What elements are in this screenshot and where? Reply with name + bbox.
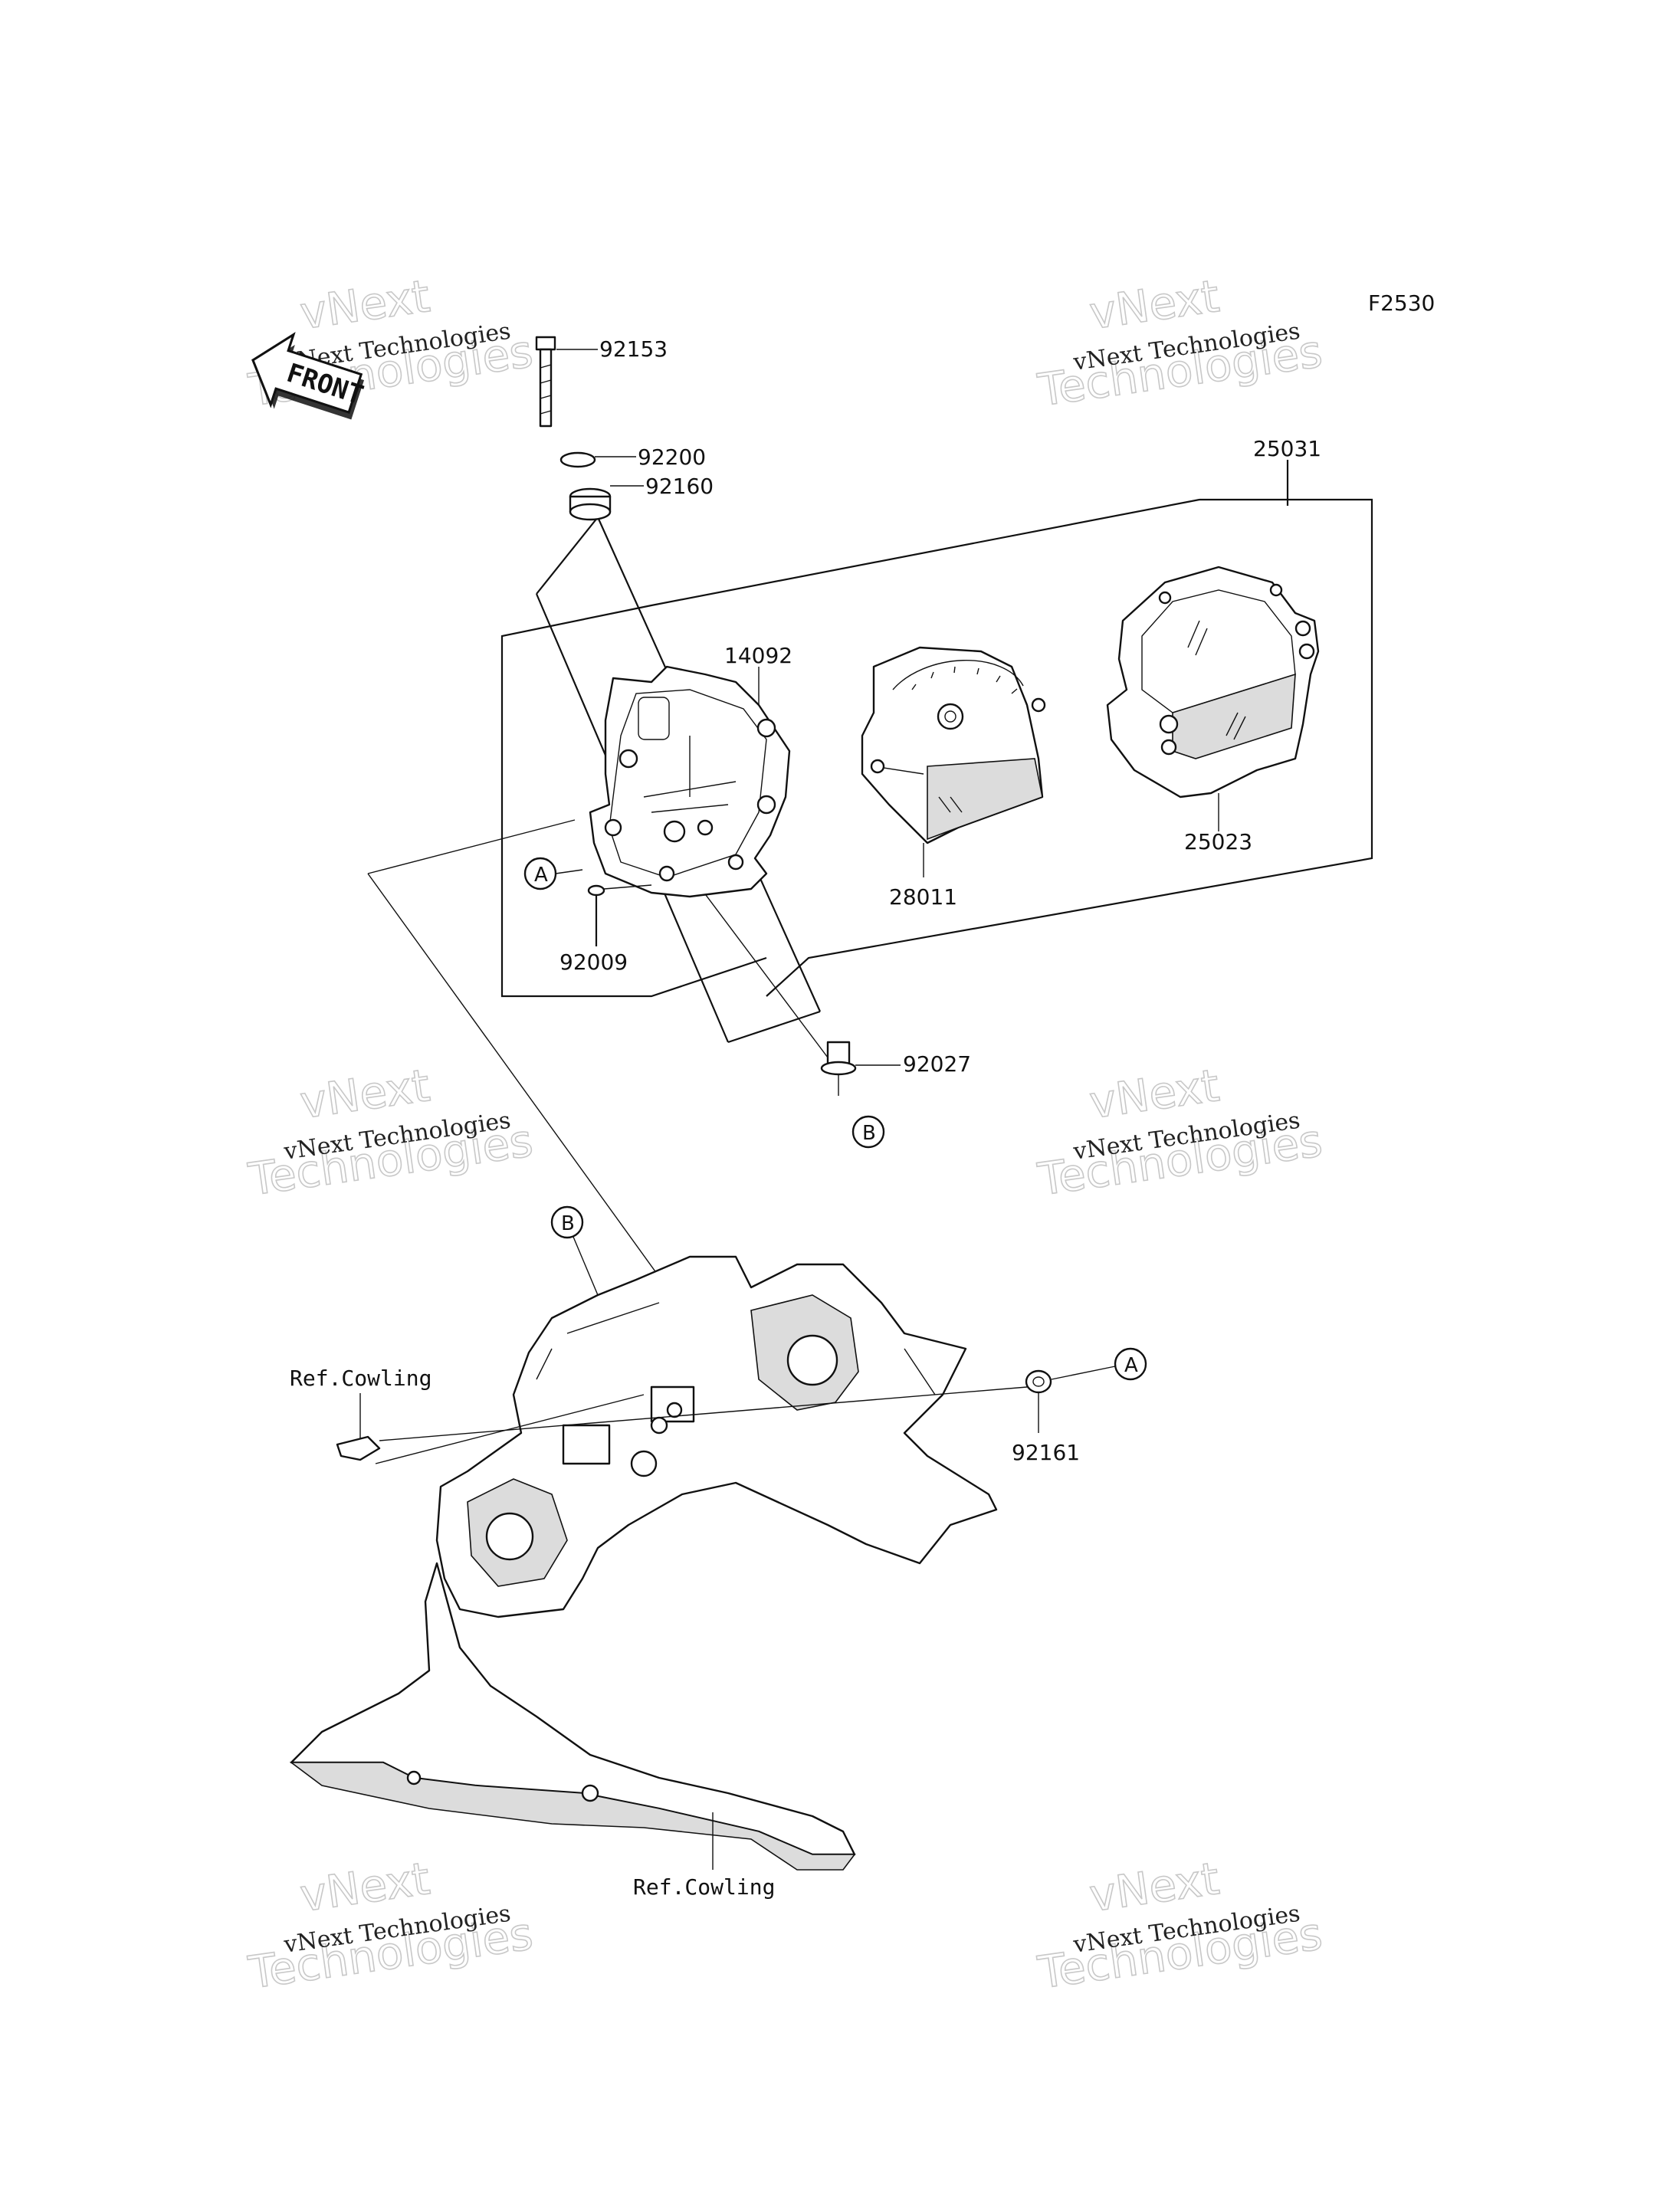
part-label-92200: 92200: [638, 444, 706, 470]
svg-text:vNext: vNext: [297, 270, 433, 339]
svg-text:B: B: [561, 1212, 575, 1235]
part-label-92009: 92009: [559, 949, 628, 975]
meter-case-25023: [1106, 566, 1320, 798]
meter-assy-28011: [861, 646, 1046, 844]
svg-text:vNext: vNext: [1087, 1059, 1222, 1129]
part-label-92153: 92153: [599, 336, 668, 362]
meter-cover-14092: [589, 665, 791, 898]
figure-code: F2530: [1368, 290, 1435, 316]
svg-text:vNext: vNext: [1087, 1852, 1222, 1922]
svg-text:vNext: vNext: [1087, 270, 1222, 339]
watermark-bottom-left: vNext Technologies vNext Technologies: [244, 1851, 536, 1999]
grommet-92160: [569, 487, 612, 521]
bolt-92153: [535, 336, 556, 428]
part-label-92160: 92160: [645, 474, 714, 499]
callout-a-lower: A: [1114, 1347, 1147, 1381]
watermark-top-right: vNext Technologies vNext Technologies: [1034, 269, 1326, 417]
ref-cowling-bottom: Ref.Cowling: [633, 1874, 775, 1900]
assembly-bracket-25031: [500, 460, 1373, 998]
callout-b-upper: B: [851, 1115, 885, 1149]
watermark-mid-right: vNext Technologies vNext Technologies: [1034, 1058, 1326, 1206]
svg-text:vNext: vNext: [297, 1059, 433, 1129]
svg-text:A: A: [534, 864, 548, 887]
svg-text:vNext: vNext: [297, 1852, 433, 1922]
washer-92200: [559, 451, 596, 468]
clip-fastener-icon: [336, 1435, 381, 1461]
part-label-25023: 25023: [1184, 829, 1252, 854]
watermark-bottom-right: vNext Technologies vNext Technologies: [1034, 1851, 1326, 1999]
callout-b-lower: B: [550, 1205, 584, 1239]
svg-text:A: A: [1124, 1354, 1138, 1377]
part-label-28011: 28011: [889, 884, 957, 910]
part-label-14092: 14092: [724, 643, 792, 668]
watermark-mid-left: vNext Technologies vNext Technologies: [244, 1058, 536, 1206]
callout-a-upper: A: [523, 857, 557, 890]
part-label-92027: 92027: [903, 1051, 971, 1077]
ref-cowling-left: Ref.Cowling: [290, 1366, 431, 1391]
part-label-92161: 92161: [1012, 1440, 1080, 1465]
collar-92027: [820, 1041, 857, 1076]
svg-text:B: B: [862, 1122, 876, 1145]
meter-stay-bracket: [289, 1255, 998, 1871]
screw-92009: [587, 884, 605, 946]
part-label-25031: 25031: [1253, 436, 1321, 461]
grommet-92161: [1025, 1369, 1052, 1394]
